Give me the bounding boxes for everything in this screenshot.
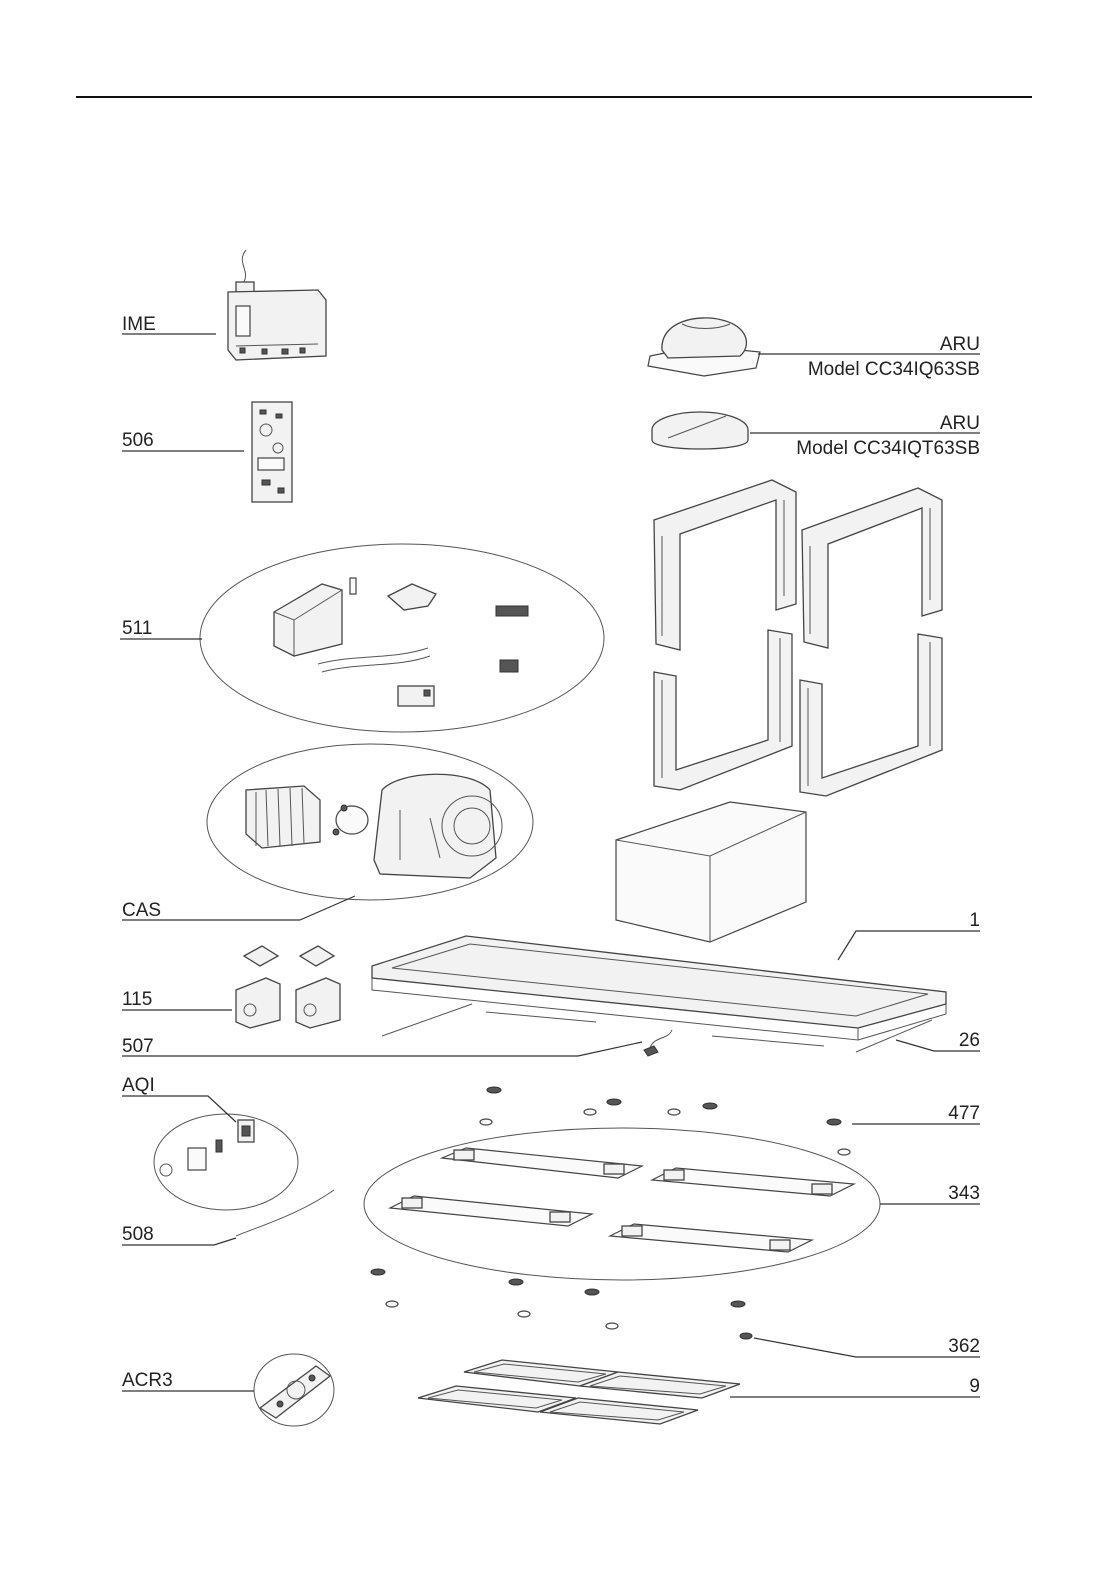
part-duct-cover [616,802,806,942]
leader-362 [754,1338,980,1357]
part-aru-1 [648,318,760,376]
label-507: 507 [122,1036,154,1057]
label-9: 9 [969,1376,980,1397]
part-acr3 [254,1354,334,1426]
label-26: 26 [959,1030,980,1051]
leader-aqi [122,1096,236,1122]
leader-1 [838,931,980,960]
part-362 [740,1333,752,1339]
part-115 [236,946,340,1028]
label-aru-2: ARU [940,413,980,434]
label-362: 362 [948,1336,980,1357]
part-9 [418,1360,740,1424]
leader-507-diag [578,1042,642,1056]
label-1: 1 [969,910,980,931]
label-aqi: AQI [122,1075,155,1096]
part-aru-2 [652,412,748,449]
label-115: 115 [122,989,152,1010]
part-cas [207,744,533,900]
part-aqi [154,1114,298,1210]
label-511: 511 [122,618,152,639]
label-aru-2-model: Model CC34IQT63SB [796,438,980,459]
part-frame-brackets-lower [654,630,942,796]
label-ime: IME [122,314,156,335]
label-343: 343 [948,1183,980,1204]
label-477: 477 [948,1103,980,1124]
leader-cas-diag [300,896,355,920]
label-aru-1: ARU [940,334,980,355]
part-507 [644,1030,672,1056]
part-1 [372,936,946,1040]
part-343 [364,1128,880,1280]
label-aru-1-model: Model CC34IQ63SB [808,359,980,380]
label-cas: CAS [122,900,161,921]
label-506: 506 [122,430,154,451]
part-frame-brackets-upper [654,480,942,650]
part-511 [200,544,604,732]
label-508: 508 [122,1224,154,1245]
label-acr3: ACR3 [122,1370,173,1391]
part-508 [236,1190,334,1236]
part-ime [228,250,326,360]
part-506 [252,402,292,502]
